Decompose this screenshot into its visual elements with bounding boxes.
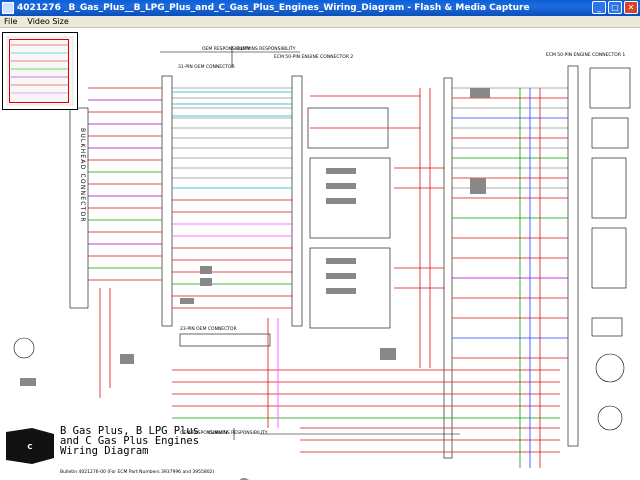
pan-up-icon[interactable] <box>242 476 314 480</box>
svg-text:C: C <box>27 443 32 451</box>
label-cummins-responsibility: CUMMINS RESPONSIBILITY <box>236 46 296 52</box>
document-title-line-3: Wiring Diagram <box>60 445 149 457</box>
bulletin-line: Bulletin 4021276-00 (For ECM Part Number… <box>60 470 215 475</box>
close-button[interactable]: ✕ <box>624 1 638 14</box>
label-ecm-connector-2: ECM 50-PIN ENGINE CONNECTOR 2 <box>274 54 353 60</box>
zoom-out-icon[interactable] <box>256 476 274 480</box>
label-cummins-responsibility-bottom: CUMMINS RESPONSIBILITY <box>208 430 268 436</box>
diagram-labels: OEM RESPONSIBILITY CUMMINS RESPONSIBILIT… <box>79 46 625 436</box>
menu-video-size[interactable]: Video Size <box>27 17 69 26</box>
title-bar[interactable]: 4021276 _B_Gas_Plus__B_LPG_Plus_and_C_Ga… <box>0 0 640 16</box>
menu-file[interactable]: File <box>4 17 18 26</box>
navigation-controls <box>236 476 382 480</box>
pan-down-icon[interactable] <box>242 476 334 480</box>
label-oem-responsibility-bottom: OEM RESPONSIBILITY <box>180 430 228 436</box>
component-symbols <box>20 88 490 386</box>
menu-bar: File Video Size <box>0 16 640 28</box>
label-ecm-connector-1: ECM 50-PIN ENGINE CONNECTOR 1 <box>546 52 625 58</box>
overview-miniature <box>6 36 74 106</box>
pan-right-icon[interactable] <box>243 476 354 480</box>
wiring-diagram <box>13 46 631 468</box>
label-oem-connector-bottom: 23-PIN OEM CONNECTOR <box>180 326 237 332</box>
maximize-button[interactable]: □ <box>608 1 622 14</box>
thumbnail-overview-icon[interactable] <box>2 32 78 110</box>
minimize-button[interactable]: _ <box>592 1 606 14</box>
colored-wires <box>88 87 568 468</box>
overview-viewport-frame <box>9 39 69 103</box>
connector-pin-rows <box>172 87 568 189</box>
document-title-line-2: and C Gas Plus Engines <box>60 435 200 447</box>
cummins-logo-icon: C <box>6 428 54 464</box>
document-title: B Gas Plus, B LPG Plus and C Gas Plus En… <box>60 425 200 457</box>
label-bulkhead-connector: BULKHEAD CONNECTOR <box>79 128 86 223</box>
window-controls: _ □ ✕ <box>592 1 638 14</box>
window-title: 4021276 _B_Gas_Plus__B_LPG_Plus_and_C_Ga… <box>17 3 530 13</box>
label-oem-connector-top: 31-PIN OEM CONNECTOR <box>178 64 235 70</box>
document-title-line-1: B Gas Plus, B LPG Plus <box>60 425 200 437</box>
reset-view-icon[interactable] <box>239 476 382 480</box>
app-icon <box>2 2 14 14</box>
label-oem-responsibility: OEM RESPONSIBILITY <box>202 46 250 52</box>
diagram-canvas[interactable]: OEM RESPONSIBILITY CUMMINS RESPONSIBILIT… <box>0 28 640 480</box>
pan-left-icon[interactable] <box>242 476 294 480</box>
